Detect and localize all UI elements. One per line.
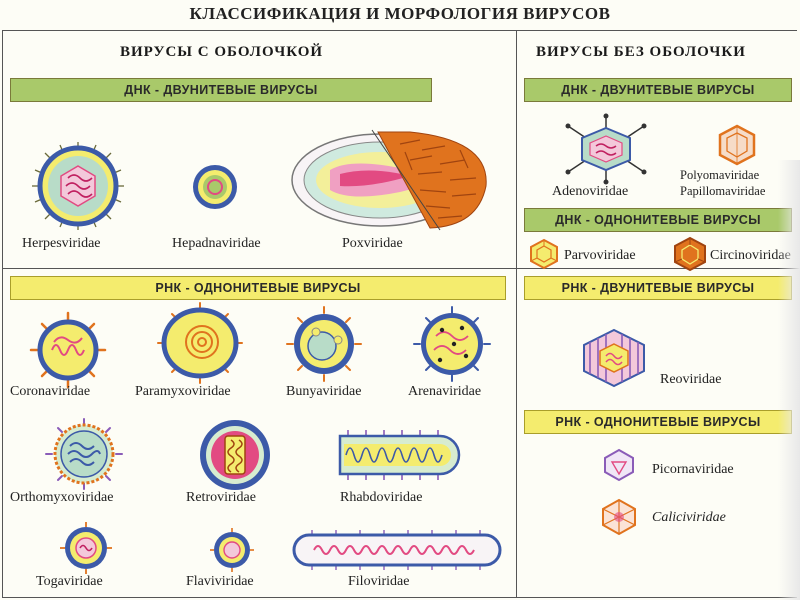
- virus-label: Reoviridae: [660, 372, 722, 387]
- right-dna-ds-bar: ДНК - ДВУНИТЕВЫЕ ВИРУСЫ: [524, 78, 792, 102]
- paramyxoviridae-illustration: [157, 302, 243, 384]
- outer-frame: [2, 30, 797, 598]
- virus-label: Retroviridae: [186, 490, 256, 505]
- poxviridae-illustration: [291, 129, 487, 231]
- virus-label: Papillomaviridae: [680, 184, 766, 198]
- virus-label: Picornaviridae: [652, 462, 734, 477]
- polyomaviridae-illustration: [718, 124, 756, 166]
- togaviridae-illustration: [60, 522, 112, 574]
- left-dna-ds-bar: ДНК - ДВУНИТЕВЫЕ ВИРУСЫ: [10, 78, 432, 102]
- virus-label: Polyomaviridae: [680, 168, 760, 182]
- virus-label: Filoviridae: [348, 574, 410, 589]
- filoviridae-illustration: [292, 530, 502, 570]
- virus-label: Coronaviridae: [10, 384, 91, 399]
- adenoviridae-illustration: [565, 113, 647, 185]
- virus-label: Togaviridae: [36, 574, 103, 589]
- virus-label: Paramyxoviridae: [135, 384, 231, 399]
- diagram-title: КЛАССИФИКАЦИЯ И МОРФОЛОГИЯ ВИРУСОВ: [189, 4, 611, 23]
- virus-label: Herpesviridae: [22, 236, 101, 251]
- enveloped-heading: ВИРУСЫ С ОБОЛОЧКОЙ: [120, 44, 324, 60]
- hepadnaviridae-illustration: [193, 165, 237, 209]
- virus-label: Circinoviridae: [710, 248, 791, 263]
- reoviridae-illustration: [583, 328, 645, 388]
- herpesviridae-illustration: [32, 142, 124, 230]
- flaviviridae-illustration: [210, 528, 254, 572]
- virus-label: Flaviviridae: [186, 574, 254, 589]
- rhabdoviridae-illustration: [338, 430, 461, 480]
- row-divider: [2, 268, 800, 269]
- virus-label: Adenoviridae: [552, 184, 629, 199]
- circinoviridae-illustration: [674, 236, 706, 272]
- right-rna-ss-bar: РНК - ОДНОНИТЕВЫЕ ВИРУСЫ: [524, 410, 792, 434]
- right-rna-ds-bar: РНК - ДВУНИТЕВЫЕ ВИРУСЫ: [524, 276, 792, 300]
- picornaviridae-illustration: [604, 448, 634, 482]
- right-dna-ss-bar: ДНК - ОДНОНИТЕВЫЕ ВИРУСЫ: [524, 208, 792, 232]
- virus-label: Arenaviridae: [408, 384, 482, 399]
- virus-label: Parvoviridae: [564, 248, 636, 263]
- virus-label: Orthomyxoviridae: [10, 490, 114, 505]
- virus-label: Rhabdoviridae: [340, 490, 423, 505]
- column-divider: [516, 30, 517, 598]
- parvoviridae-illustration: [530, 238, 558, 270]
- virus-label: Hepadnaviridae: [172, 236, 261, 251]
- arenaviridae-illustration: [413, 306, 491, 382]
- coronaviridae-illustration: [29, 311, 107, 389]
- bunyaviridae-illustration: [286, 306, 362, 382]
- orthomyxoviridae-illustration: [45, 418, 123, 490]
- left-rna-ss-bar: РНК - ОДНОНИТЕВЫЕ ВИРУСЫ: [10, 276, 506, 300]
- retroviridae-illustration: [200, 420, 270, 490]
- caliciviridae-illustration: [602, 498, 636, 536]
- virus-label: Caliciviridae: [652, 510, 726, 525]
- page-edge-shadow: [778, 160, 800, 600]
- non-enveloped-heading: ВИРУСЫ БЕЗ ОБОЛОЧКИ: [536, 44, 746, 60]
- virus-label: Poxviridae: [342, 236, 403, 251]
- virus-label: Bunyaviridae: [286, 384, 362, 399]
